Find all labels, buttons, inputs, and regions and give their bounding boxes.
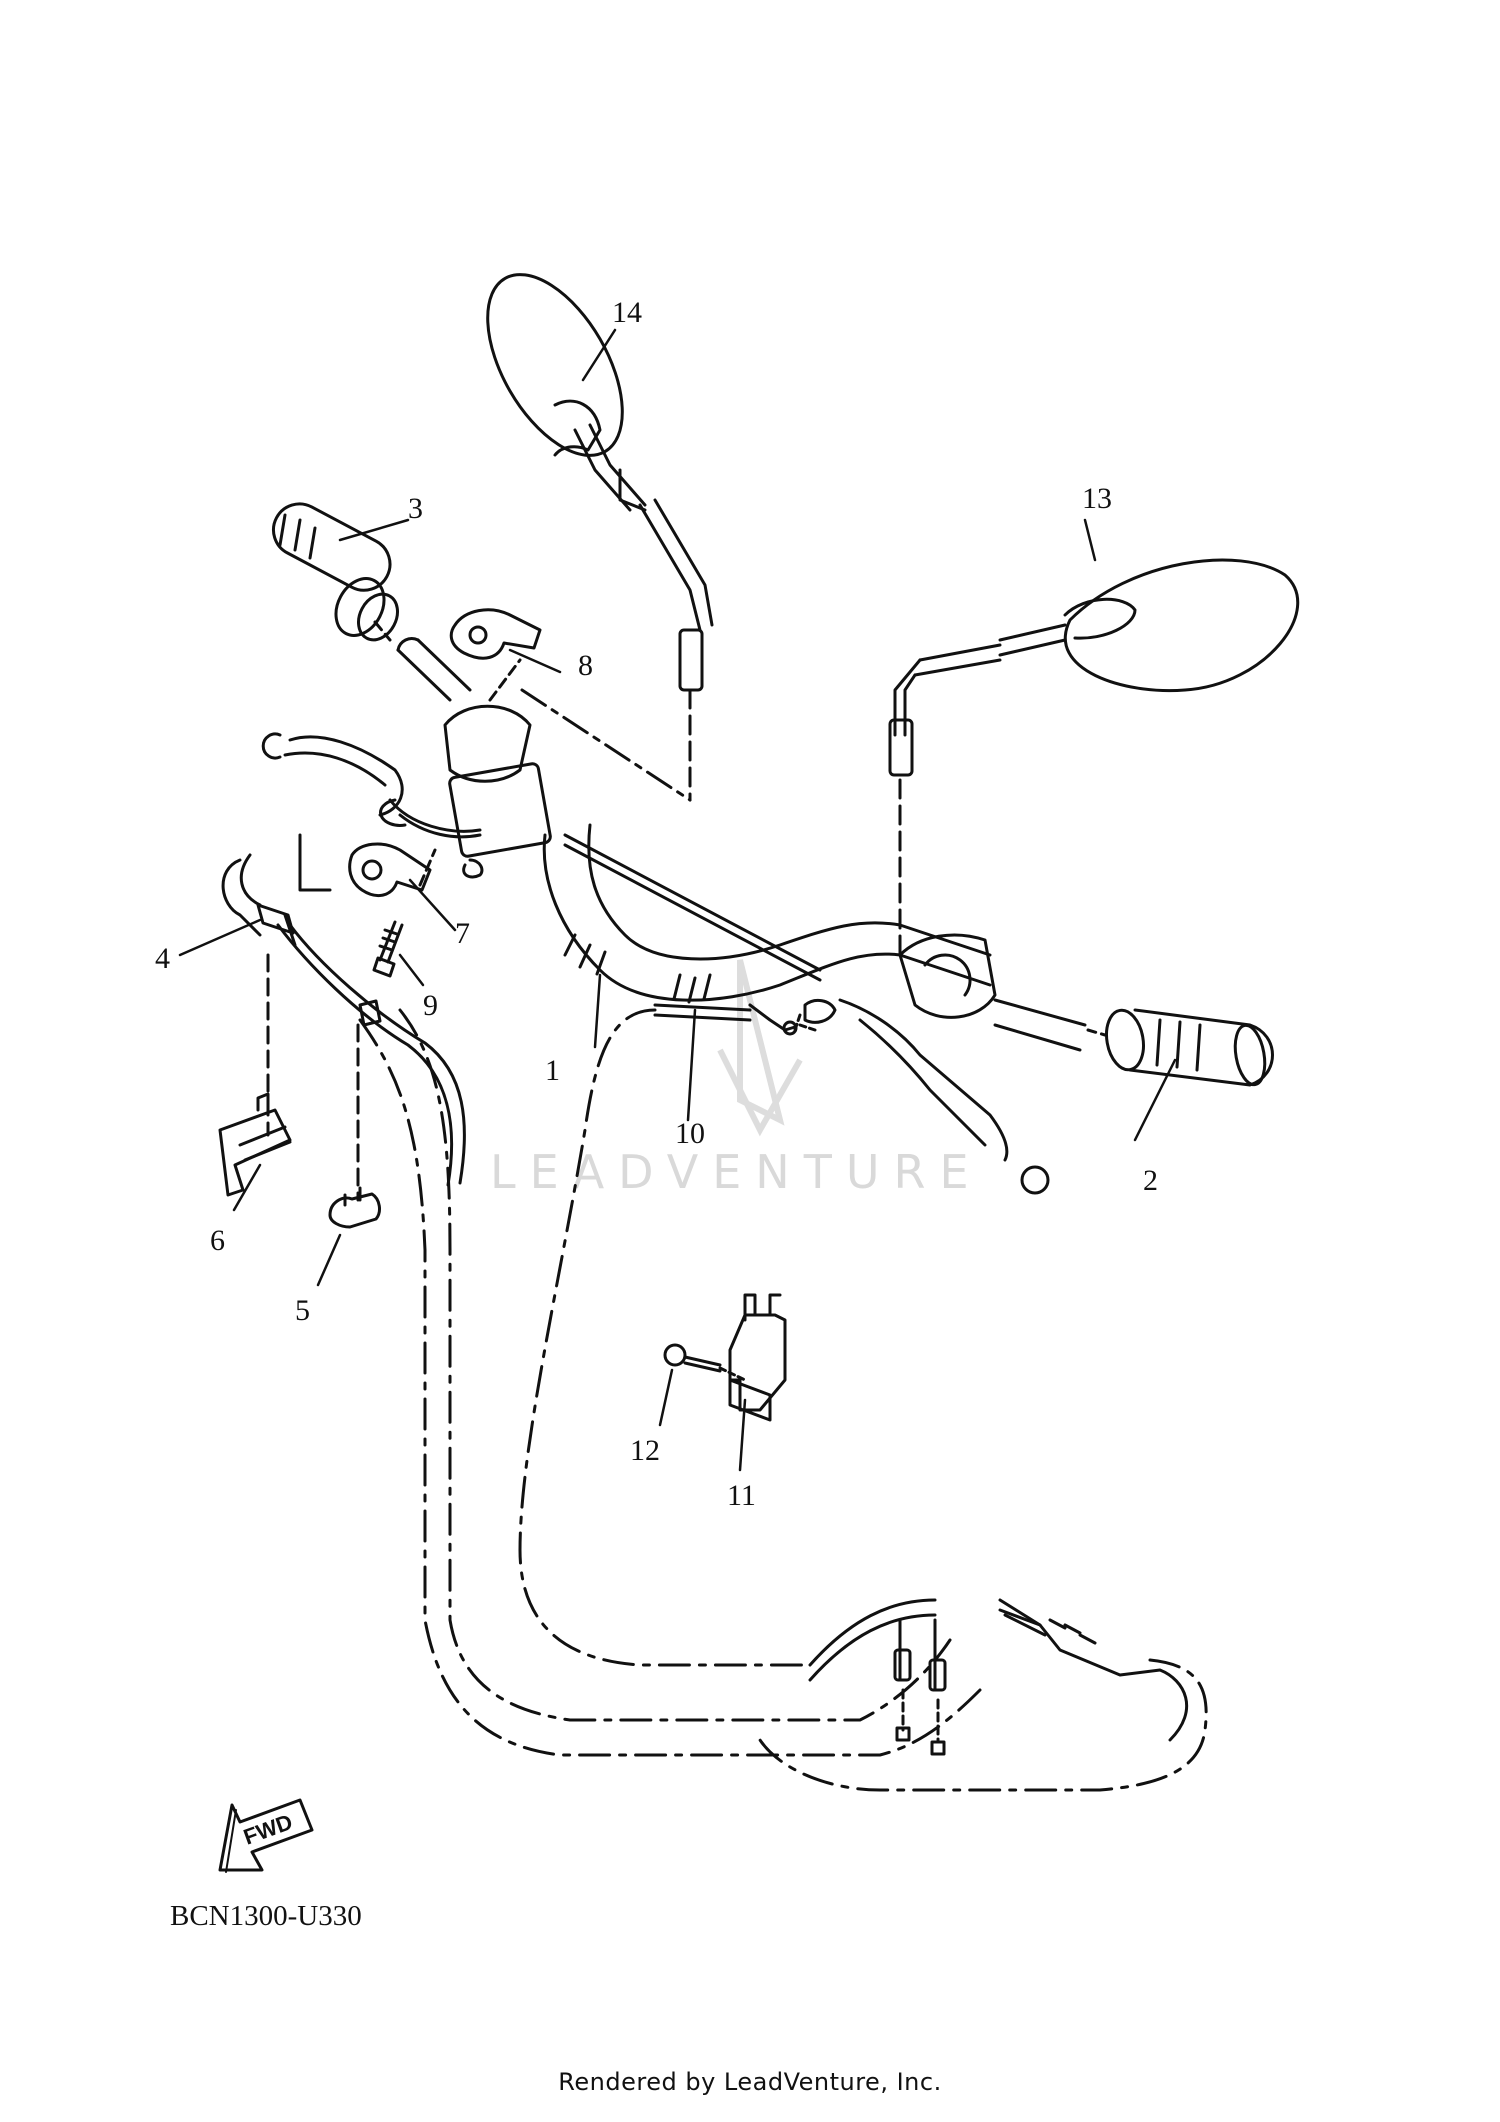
- callout-5: 5: [295, 1294, 310, 1327]
- callout-7: 7: [455, 917, 470, 950]
- rendered-by-footer: Rendered by LeadVenture, Inc.: [558, 2068, 942, 2096]
- watermark-logo: [717, 959, 803, 1137]
- right-lever-assembly: [803, 933, 1087, 1195]
- callout-9: 9: [423, 989, 438, 1022]
- watermark-text: LEADVENTURE: [490, 1145, 983, 1199]
- switch-bracket-part: [728, 1293, 787, 1422]
- screw-part: [663, 1343, 747, 1382]
- callout-10: 10: [675, 1117, 705, 1150]
- right-grip-part: [1105, 1008, 1274, 1087]
- callout-11: 11: [727, 1479, 756, 1512]
- bolt-part: [372, 920, 404, 978]
- callout-12: 12: [630, 1434, 660, 1467]
- leader-lines: [178, 328, 1177, 1472]
- cable-ends-detail: [808, 1598, 1189, 1756]
- callout-labels: 1 2 3 4 5 6 7 8 9 10 11 12 13 14: [155, 296, 1158, 1512]
- right-mirror-part: [888, 558, 1299, 962]
- fwd-label: FWD: [240, 1809, 296, 1850]
- cable-guide-part: [218, 1092, 292, 1197]
- bracket-part: [348, 842, 432, 898]
- callout-2: 2: [1143, 1164, 1158, 1197]
- left-mirror-part: [486, 273, 714, 802]
- lever-holder-cap-part: [449, 608, 542, 660]
- callout-13: 13: [1082, 482, 1112, 515]
- callout-3: 3: [408, 492, 423, 525]
- left-grip-part: [272, 502, 399, 642]
- callout-14: 14: [612, 296, 642, 329]
- callout-8: 8: [578, 649, 593, 682]
- throttle-cable-part: [221, 833, 466, 1187]
- diagram-code: BCN1300-U330: [170, 1900, 362, 1932]
- callout-1: 1: [545, 1054, 560, 1087]
- handlebar-part: [542, 823, 992, 1004]
- callout-6: 6: [210, 1224, 225, 1257]
- left-lever-assembly: [261, 704, 552, 879]
- clip-part: [328, 1186, 381, 1229]
- fwd-arrow-icon: FWD: [218, 1798, 314, 1873]
- callout-4: 4: [155, 942, 170, 975]
- clutch-cable-part: [653, 1003, 798, 1036]
